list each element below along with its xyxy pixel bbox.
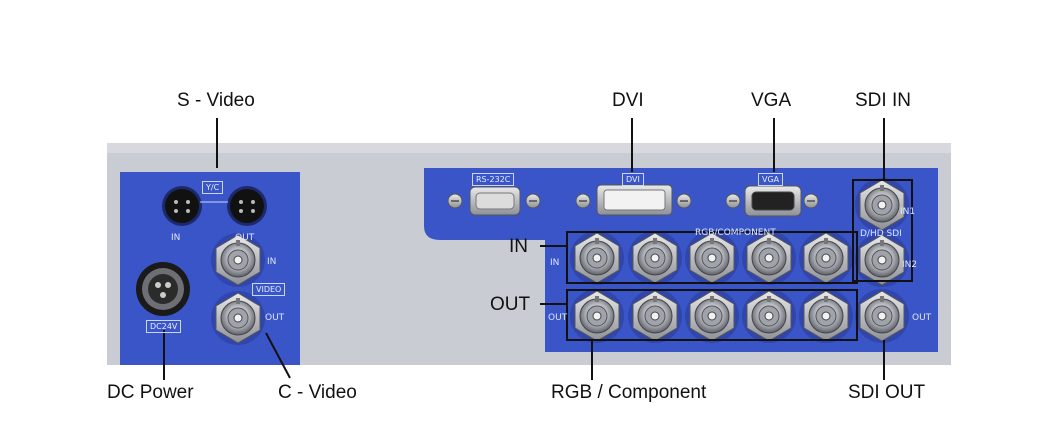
c-video-callout: C - Video: [278, 382, 357, 403]
rgb-out-bnc-4: [741, 288, 797, 344]
sdi-label: D/HD SDI: [860, 229, 902, 239]
rgb-out-bnc-2: [627, 288, 683, 344]
dvi-callout: DVI: [612, 90, 644, 111]
in-callout: IN: [509, 236, 528, 257]
video-out-label: OUT: [265, 313, 285, 323]
out-row-callout-box: [566, 289, 858, 341]
rgb-in-bnc-3: [684, 230, 740, 286]
s-video-out-label: OUT: [235, 233, 255, 243]
bnc-out-label: OUT: [548, 313, 568, 323]
sdi-out-label: OUT: [912, 313, 932, 323]
s-video-in-label: IN: [171, 233, 181, 243]
rgb-component-callout: RGB / Component: [551, 382, 707, 403]
sdi-in-2-bnc: [854, 232, 910, 288]
rgb-out-bnc-3: [684, 288, 740, 344]
vga-connector: [744, 185, 802, 217]
c-video-out-connector: [210, 290, 266, 346]
rgb-in-bnc-5: [798, 230, 854, 286]
yc-label: Y/C: [202, 181, 224, 194]
rgb-component-label: RGB/COMPONENT: [695, 228, 776, 238]
sdi-in1-label: IN1: [900, 207, 916, 217]
video-label: VIDEO: [252, 283, 286, 296]
rgb-in-bnc-4: [741, 230, 797, 286]
vga-label: VGA: [758, 173, 784, 186]
in-row-callout-box: [566, 231, 858, 284]
sdi-in-callout: SDI IN: [855, 90, 911, 111]
rs232c-connector: [469, 186, 521, 216]
sdi-in2-label: IN2: [902, 260, 918, 270]
sdi-in-callout-box: [852, 179, 913, 282]
dvi-label: DVI: [622, 173, 644, 186]
out-callout: OUT: [490, 294, 531, 315]
s-video-in-connector: [162, 186, 202, 226]
bnc-in-label: IN: [550, 258, 560, 268]
dvi-connector: [596, 184, 673, 216]
dc-power-callout: DC Power: [107, 382, 194, 403]
rgb-out-bnc-5: [798, 288, 854, 344]
rgb-in-bnc-1: [569, 230, 625, 286]
video-in-label: IN: [267, 257, 277, 267]
vga-callout: VGA: [751, 90, 792, 111]
sdi-out-callout: SDI OUT: [848, 382, 926, 403]
s-video-callout: S - Video: [177, 90, 255, 111]
rgb-in-bnc-2: [627, 230, 683, 286]
rs232c-label: RS-232C: [472, 173, 515, 186]
sdi-in-1-bnc: [854, 177, 910, 233]
dc-power-connector: [136, 262, 190, 316]
s-video-out-connector: [227, 186, 267, 226]
sdi-out-bnc: [854, 288, 910, 344]
dc24v-label: DC24V: [146, 320, 182, 333]
leader-lines: [163, 118, 885, 380]
rgb-out-bnc-1: [569, 288, 625, 344]
